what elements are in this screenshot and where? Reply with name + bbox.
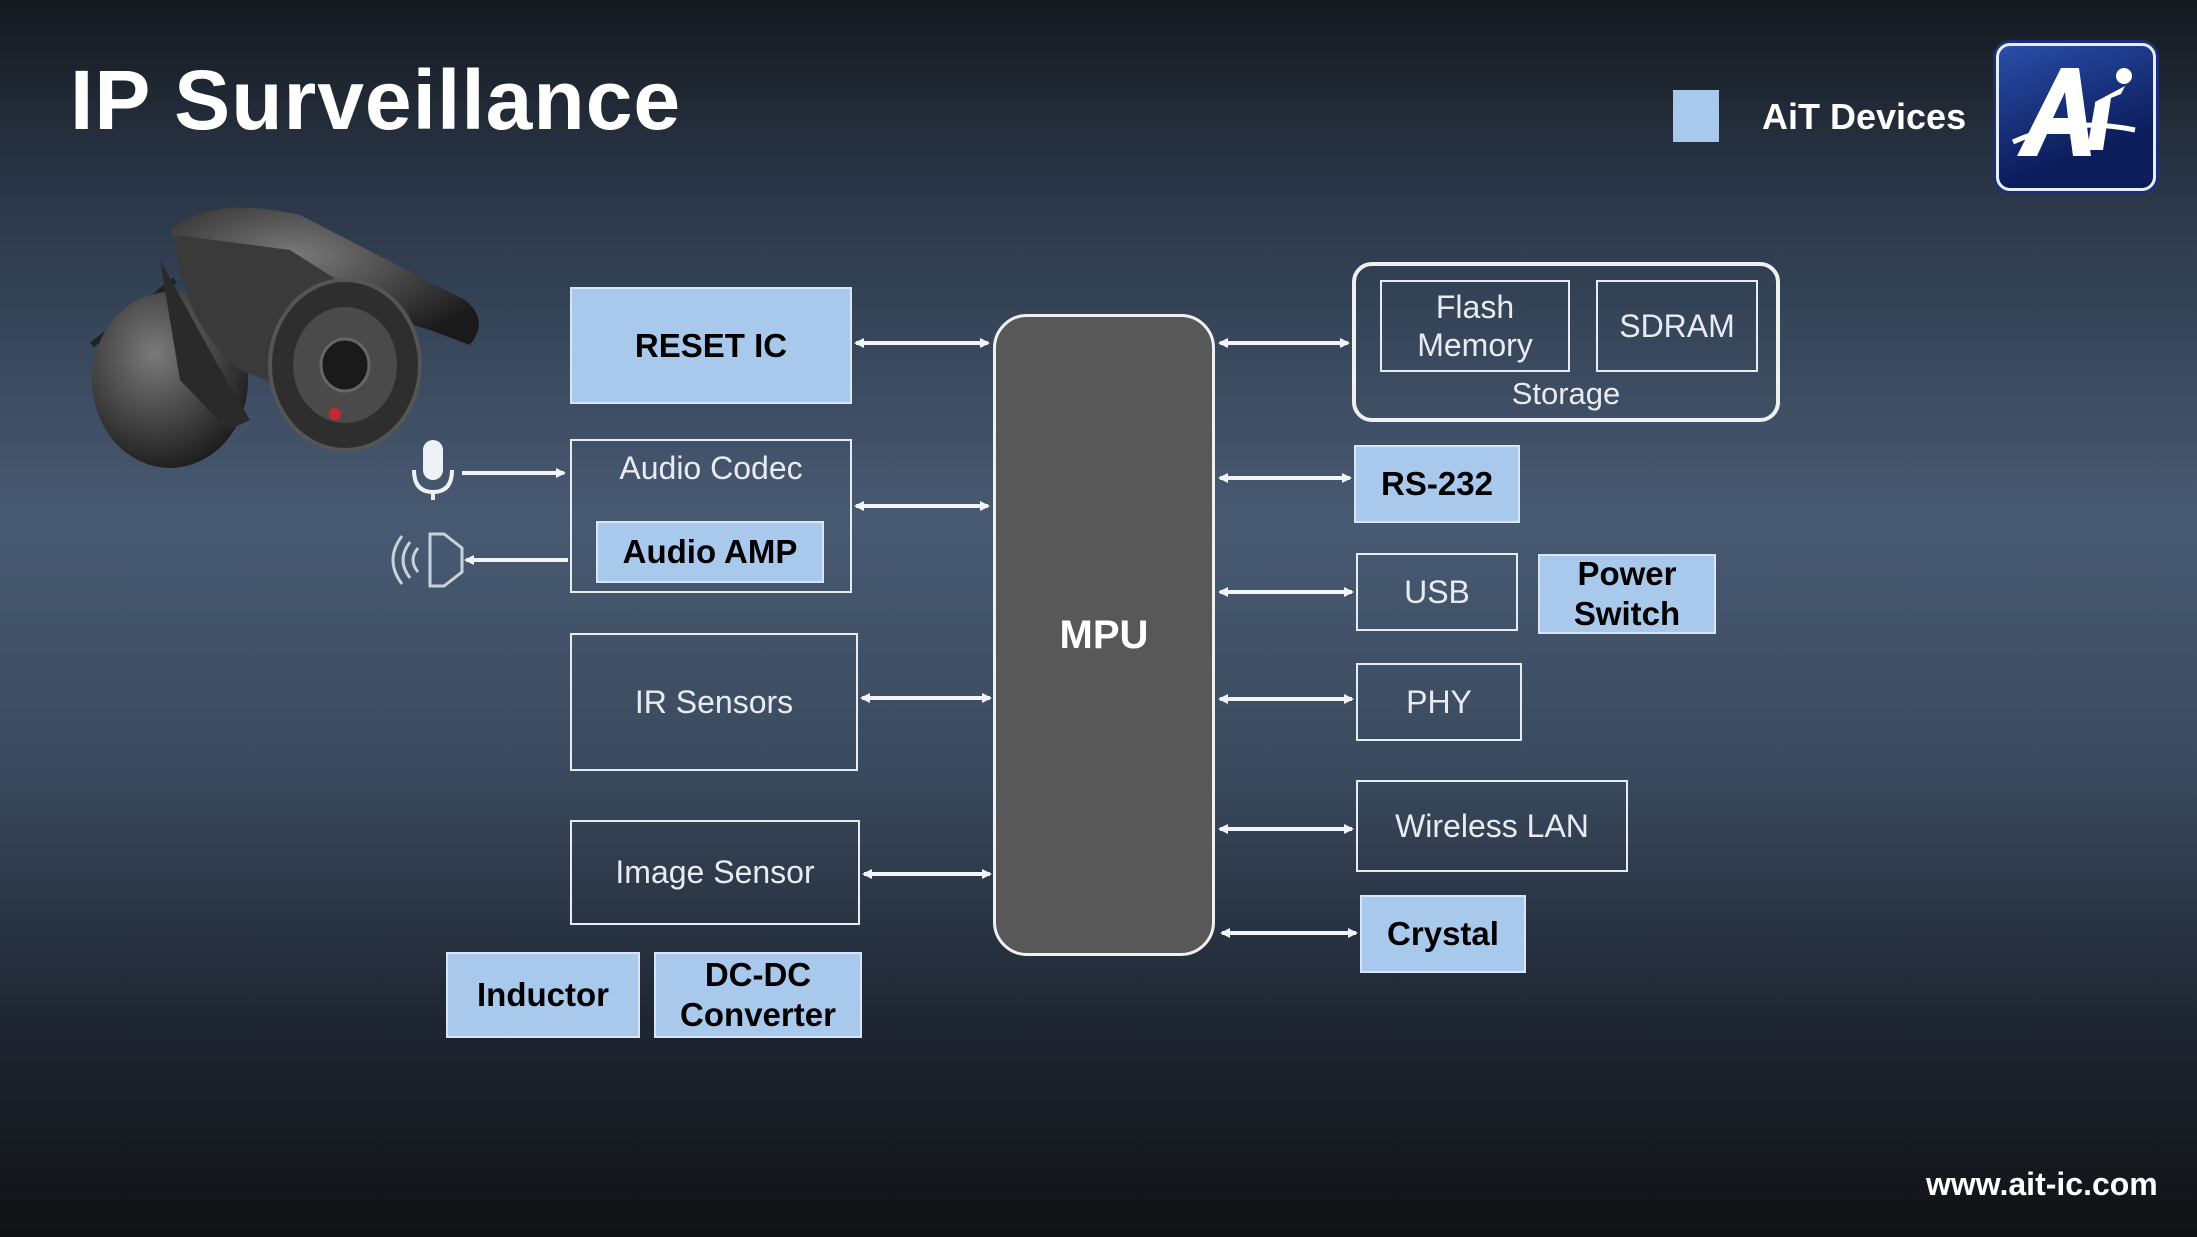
- dcdc-line2: Converter: [680, 996, 836, 1033]
- flash-line1: Flash: [1435, 288, 1515, 325]
- audio-codec-label: Audio Codec: [619, 450, 803, 486]
- rs232-block: RS-232: [1354, 445, 1520, 523]
- power-line2: Switch: [1573, 595, 1681, 632]
- inductor-block: Inductor: [446, 952, 640, 1038]
- mpu-block: MPU: [993, 314, 1215, 956]
- dcdc-converter-block: DC-DC Converter: [654, 952, 862, 1038]
- image-sensor-block: Image Sensor: [570, 820, 860, 925]
- power-switch-block: Power Switch: [1538, 554, 1716, 634]
- reset-ic-block: RESET IC: [570, 287, 852, 404]
- legend-swatch: [1673, 90, 1719, 142]
- microphone-icon: [412, 440, 454, 500]
- legend-label: AiT Devices: [1762, 96, 1967, 137]
- audio-amp-block: Audio AMP: [596, 521, 824, 583]
- logo: [1996, 43, 2156, 191]
- phy-block: PHY: [1356, 663, 1522, 741]
- storage-label: Storage: [1511, 376, 1621, 411]
- wireless-lan-block: Wireless LAN: [1356, 780, 1628, 872]
- crystal-block: Crystal: [1360, 895, 1526, 973]
- dcdc-line1: DC-DC: [704, 956, 812, 994]
- storage-group: Storage: [1352, 262, 1780, 422]
- usb-block: USB: [1356, 553, 1518, 631]
- website-url: www.ait-ic.com: [1926, 1166, 2158, 1202]
- ir-sensors-block: IR Sensors: [570, 633, 858, 771]
- speaker-icon: [391, 532, 464, 588]
- flash-line2: Memory: [1417, 327, 1533, 363]
- power-line1: Power: [1577, 555, 1677, 593]
- sdram-block: SDRAM: [1596, 280, 1758, 372]
- flash-memory-block: Flash Memory: [1380, 280, 1570, 372]
- audio-codec-block: Audio Codec: [570, 439, 852, 593]
- page-title: IP Surveillance: [70, 53, 682, 147]
- ait-logo-icon: [2011, 68, 2136, 156]
